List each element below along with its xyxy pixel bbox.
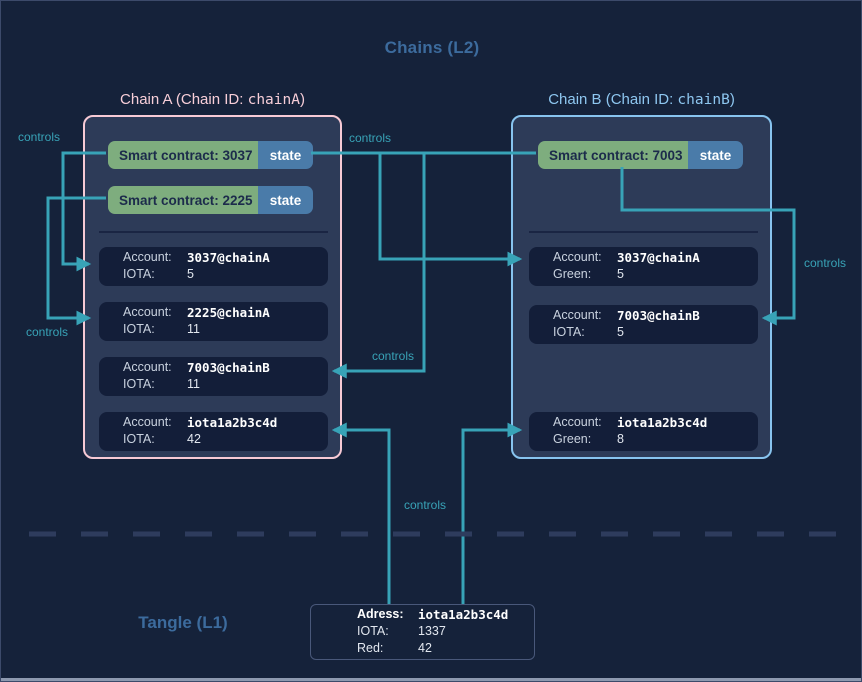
l2-section-title: Chains (L2) — [384, 38, 480, 57]
account-label: Account: — [553, 414, 602, 429]
smart-contract-3037: Smart contract: 3037 state — [108, 141, 313, 169]
chain-a-id: chainA — [247, 92, 300, 108]
chain-a-title-prefix: Chain A (Chain ID: — [120, 91, 248, 108]
red-balance-value: 42 — [418, 640, 432, 655]
smart-contract-2225: Smart contract: 2225 state — [108, 186, 313, 214]
balance-value: 11 — [187, 376, 200, 391]
edge-l1-address-to-account-chain-a — [331, 422, 391, 604]
controls-label: controls — [804, 256, 847, 270]
account-row-l1-address: Account: iota1a2b3c4d Green: 8 — [529, 412, 758, 451]
edge-sc3037-to-account-chain-b — [378, 153, 523, 267]
balance-label: IOTA: — [123, 321, 155, 336]
smart-contract-label: Smart contract: 3037 — [108, 141, 258, 169]
balance-value: 5 — [617, 324, 624, 339]
balance-value: 8 — [617, 431, 624, 446]
chain-a-title-suffix: ) — [299, 91, 305, 108]
chain-a-title: Chain A (Chain ID: chainA) — [83, 91, 342, 113]
state-badge: state — [258, 186, 313, 214]
controls-label: controls — [349, 131, 392, 145]
smart-contract-label: Smart contract: 7003 — [538, 141, 688, 169]
account-id: 7003@chainB — [187, 359, 270, 375]
balance-value: 5 — [187, 266, 194, 281]
contracts-accounts-divider — [529, 231, 758, 233]
chain-b-id: chainB — [677, 92, 730, 108]
smart-contract-label: Smart contract: 2225 — [108, 186, 258, 214]
account-row-3037-chain-a: Account: 3037@chainA IOTA: 5 — [99, 247, 328, 286]
account-id: 3037@chainA — [187, 249, 270, 265]
contracts-accounts-divider — [99, 231, 328, 233]
account-row-7003-chain-b: Account: 7003@chainB IOTA: 11 — [99, 357, 328, 396]
account-label: Account: — [553, 307, 602, 322]
balance-label: Green: — [553, 431, 592, 446]
iota-balance-label: IOTA: — [357, 623, 389, 638]
balance-value: 42 — [187, 431, 201, 446]
account-label: Account: — [123, 249, 172, 264]
account-label: Account: — [123, 359, 172, 374]
account-label: Account: — [553, 249, 602, 264]
red-balance-label: Red: — [357, 640, 384, 655]
chain-b-panel: Smart contract: 7003 state Account: 3037… — [511, 115, 772, 459]
balance-label: IOTA: — [123, 266, 155, 281]
state-badge: state — [688, 141, 743, 169]
edge-l1-address-to-account-chain-b — [461, 422, 523, 604]
l1-address-box: Adress: iota1a2b3c4d IOTA: 1337 Red: 42 — [310, 604, 535, 660]
l1-section-title: Tangle (L1) — [138, 613, 228, 632]
account-row-7003-chain-b: Account: 7003@chainB IOTA: 5 — [529, 305, 758, 344]
balance-label: Green: — [553, 266, 592, 281]
chain-b-title-prefix: Chain B (Chain ID: — [548, 91, 678, 108]
account-id: iota1a2b3c4d — [187, 414, 278, 430]
controls-label: controls — [18, 130, 61, 144]
balance-label: IOTA: — [123, 431, 155, 446]
balance-label: IOTA: — [553, 324, 585, 339]
balance-value: 5 — [617, 266, 624, 281]
address-label: Adress: — [357, 606, 404, 621]
balance-label: IOTA: — [123, 376, 155, 391]
smart-contract-7003: Smart contract: 7003 state — [538, 141, 743, 169]
state-badge: state — [258, 141, 313, 169]
account-id: 3037@chainA — [617, 249, 700, 265]
chain-b-title-suffix: ) — [729, 91, 735, 108]
chain-b-title: Chain B (Chain ID: chainB) — [511, 91, 772, 113]
chain-a-panel: Smart contract: 3037 state Smart contrac… — [83, 115, 342, 459]
account-id: 2225@chainA — [187, 304, 270, 320]
bottom-edge-strip — [1, 678, 861, 681]
edge-sc7003-to-account-chain-a — [331, 153, 426, 379]
controls-label: controls — [404, 498, 447, 512]
controls-label: controls — [372, 349, 415, 363]
account-id: 7003@chainB — [617, 307, 700, 323]
account-id: iota1a2b3c4d — [617, 414, 708, 430]
address-value: iota1a2b3c4d — [418, 606, 509, 622]
balance-value: 11 — [187, 321, 200, 336]
account-row-3037-chain-a: Account: 3037@chainA Green: 5 — [529, 247, 758, 286]
account-label: Account: — [123, 414, 172, 429]
account-row-l1-address: Account: iota1a2b3c4d IOTA: 42 — [99, 412, 328, 451]
account-label: Account: — [123, 304, 172, 319]
iota-balance-value: 1337 — [418, 623, 446, 638]
account-row-2225-chain-a: Account: 2225@chainA IOTA: 11 — [99, 302, 328, 341]
controls-label: controls — [26, 325, 69, 339]
